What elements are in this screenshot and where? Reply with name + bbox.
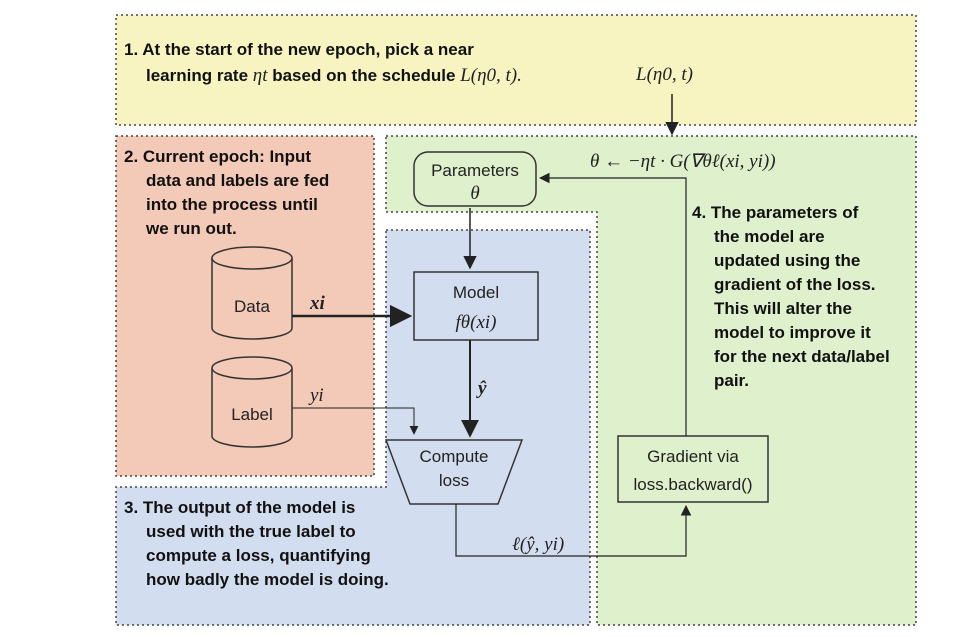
compute-title: Compute xyxy=(420,447,489,466)
step4-line: pair. xyxy=(714,371,749,390)
loss-to-gradient-arrow xyxy=(455,504,692,557)
data-cylinder: Data xyxy=(211,246,293,340)
label-to-loss-arrow xyxy=(292,407,419,435)
step3-line: how badly the model is doing. xyxy=(146,570,389,589)
step3-text: 3. The output of the model is used with … xyxy=(124,498,389,589)
y-i-label: yi xyxy=(308,385,324,406)
step3-line: used with the true label to xyxy=(146,522,356,541)
y-hat-label: ŷ xyxy=(476,378,487,399)
step4-line: updated using the xyxy=(714,251,860,270)
model-node: Model fθ(xi) xyxy=(413,271,539,341)
parameters-theta: θ xyxy=(470,183,479,204)
step1-line2: learning rate ηt based on the schedule L… xyxy=(146,65,522,86)
step2-line: 2. Current epoch: Input xyxy=(124,147,311,166)
gradient-subtitle: loss.backward() xyxy=(633,475,752,494)
step2-text: 2. Current epoch: Input data and labels … xyxy=(124,147,329,238)
data-label: Data xyxy=(234,297,270,316)
model-title: Model xyxy=(453,283,499,302)
gradient-node: Gradient via loss.backward() xyxy=(617,435,769,503)
step4-line: gradient of the loss. xyxy=(714,275,876,294)
step3-line: compute a loss, quantifying xyxy=(146,546,371,565)
update-rule-label: θ ← −ηt · G(∇θℓ(xi, yi)) xyxy=(590,151,776,172)
x-i-label: xi xyxy=(309,293,326,314)
step2-line: we run out. xyxy=(145,219,237,238)
loss-title: loss xyxy=(439,471,469,490)
label-cylinder: Label xyxy=(211,356,293,448)
loss-value-label: ℓ(ŷ, yi) xyxy=(512,534,564,555)
step4-line: model to improve it xyxy=(714,323,871,342)
gradient-title: Gradient via xyxy=(647,447,739,466)
step4-region xyxy=(385,135,917,626)
step4-line: This will alter the xyxy=(714,299,852,318)
step1-line1: 1. At the start of the new epoch, pick a… xyxy=(124,40,474,59)
model-function: fθ(xi) xyxy=(456,312,497,333)
step1-region xyxy=(115,14,917,126)
parameters-title: Parameters xyxy=(431,161,519,180)
schedule-input-label: L(η0, t) xyxy=(635,64,693,85)
step4-line: the model are xyxy=(714,227,825,246)
gradient-to-params-arrow xyxy=(538,172,687,436)
step4-line: 4. The parameters of xyxy=(692,203,859,222)
step4-line: for the next data/label xyxy=(714,347,890,366)
label-label: Label xyxy=(231,405,273,424)
step3-line: 3. The output of the model is xyxy=(124,498,355,517)
step4-text: 4. The parameters of the model are updat… xyxy=(692,203,890,390)
step2-line: into the process until xyxy=(146,195,318,214)
parameters-node: Parameters θ xyxy=(413,151,537,207)
step2-line: data and labels are fed xyxy=(146,171,329,190)
compute-loss-node: Compute loss xyxy=(384,439,524,505)
